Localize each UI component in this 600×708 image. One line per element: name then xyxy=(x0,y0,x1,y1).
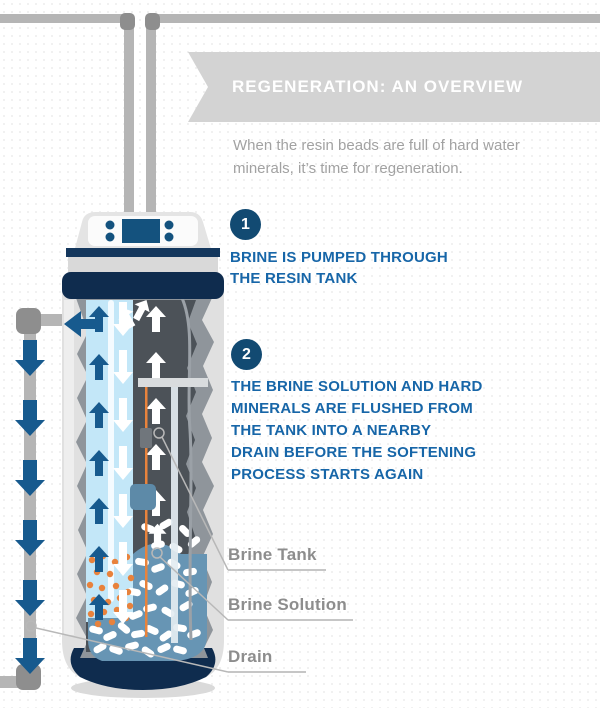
pipe-elbow xyxy=(145,13,160,30)
brine-tank-top xyxy=(138,378,208,387)
drain-pipe xyxy=(0,308,68,690)
step-1-number: 1 xyxy=(241,215,250,233)
intro-paragraph: When the resin beads are full of hard wa… xyxy=(233,134,573,180)
step-2-badge: 2 xyxy=(231,339,262,370)
control-button xyxy=(105,220,115,230)
step-2-line: THE BRINE SOLUTION AND HARD xyxy=(231,378,483,395)
step-2-line: DRAIN BEFORE THE SOFTENING xyxy=(231,444,477,461)
valve-fitting xyxy=(140,428,152,448)
control-head xyxy=(62,212,224,299)
control-display-screen xyxy=(122,219,160,243)
leader-circle-marker xyxy=(153,427,165,439)
leader-circle-marker xyxy=(151,547,163,559)
intro-line: minerals, it’s time for regeneration. xyxy=(233,160,463,177)
down-arrow-icon xyxy=(15,340,45,376)
down-arrow-icon xyxy=(15,520,45,556)
leader-lines xyxy=(25,427,229,673)
tank-interior xyxy=(76,296,214,661)
float-assembly xyxy=(130,484,156,510)
down-arrow-icon xyxy=(15,460,45,496)
brine-tank-wall xyxy=(171,387,178,643)
label-drain: Drain xyxy=(228,647,306,673)
pipe-elbow xyxy=(120,13,135,30)
banner-title: REGENERATION: AN OVERVIEW xyxy=(232,77,524,96)
down-arrow-icon xyxy=(15,580,45,616)
label-brine-solution: Brine Solution xyxy=(228,595,353,621)
step-1-line: BRINE IS PUMPED THROUGH xyxy=(230,249,448,266)
step-1-line: THE RESIN TANK xyxy=(230,270,358,287)
control-buttons xyxy=(105,220,174,242)
brine-well-line xyxy=(145,387,148,637)
step-2-number: 2 xyxy=(242,345,251,363)
step-1-badge: 1 xyxy=(230,209,261,240)
down-arrow-icon xyxy=(15,400,45,436)
step-2-line: THE TANK INTO A NEARBY xyxy=(231,422,432,439)
step-2-text: THE BRINE SOLUTION AND HARD MINERALS ARE… xyxy=(231,376,541,486)
control-button xyxy=(105,232,115,242)
banner-ribbon: REGENERATION: AN OVERVIEW xyxy=(188,52,600,122)
step-2-line: MINERALS ARE FLUSHED FROM xyxy=(231,400,473,417)
step-1-text: BRINE IS PUMPED THROUGH THE RESIN TANK xyxy=(230,247,530,289)
brine-tank-inner xyxy=(130,297,208,643)
distributor-tube xyxy=(108,300,114,602)
head-collar-navy xyxy=(62,272,224,299)
brine-line-tube xyxy=(180,297,193,641)
step-2-line: PROCESS STARTS AGAIN xyxy=(231,466,424,483)
head-stripe xyxy=(66,248,220,257)
label-brine-tank: Brine Tank xyxy=(228,545,326,571)
leader-circle-marker xyxy=(25,620,37,632)
pipe-elbow xyxy=(16,308,41,334)
control-button xyxy=(164,220,174,230)
pipe-elbow xyxy=(16,664,41,690)
control-button xyxy=(164,232,174,242)
intro-line: When the resin beads are full of hard wa… xyxy=(233,137,520,154)
supply-pipes xyxy=(0,13,600,215)
